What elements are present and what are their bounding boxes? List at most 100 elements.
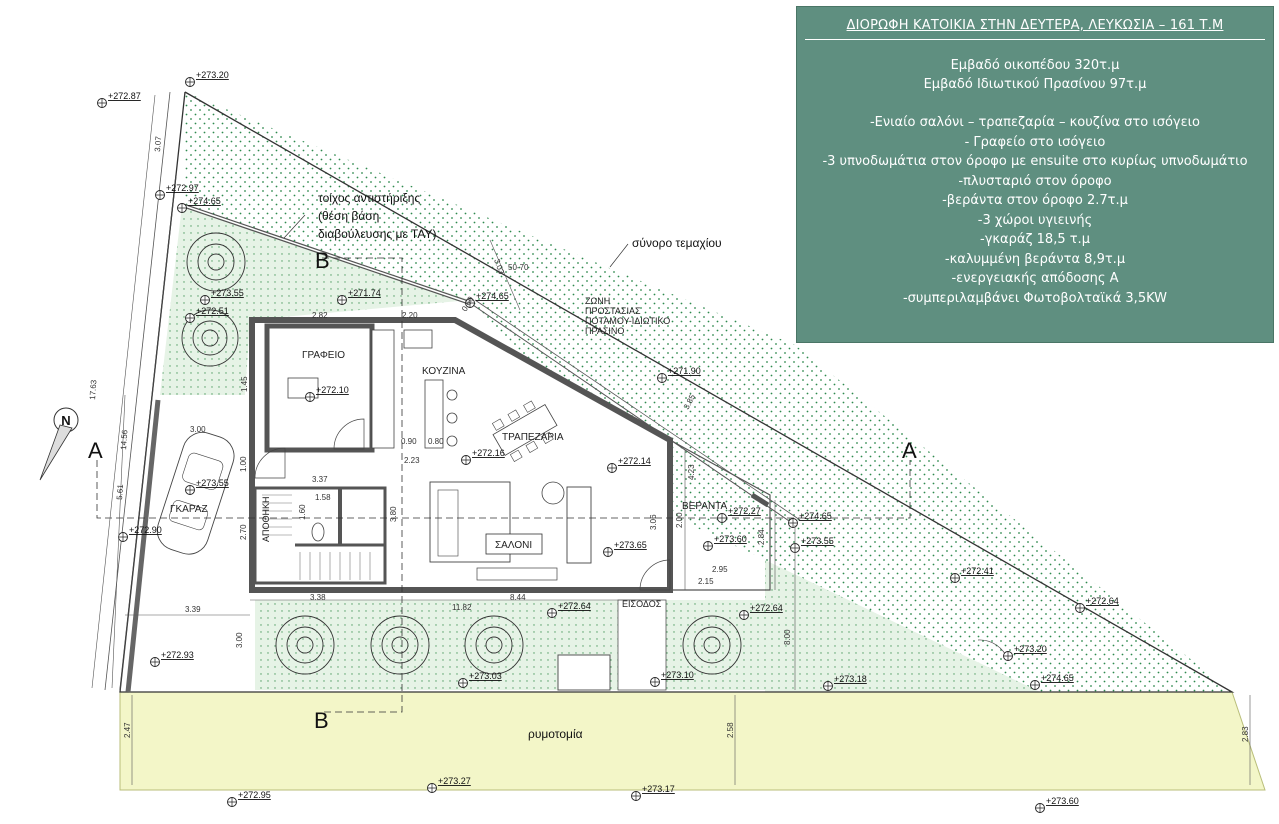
- level-marker: +272.10: [305, 385, 349, 402]
- level-markers: +273.20+272.87+272.97+274.65+273.55+272.…: [97, 70, 1119, 813]
- level-marker: +273.20: [1003, 644, 1047, 661]
- street-strip: [119, 691, 1266, 791]
- dim-left-total: 17.63: [88, 379, 98, 400]
- level-value: +272.90: [129, 525, 162, 535]
- section-lines: [96, 257, 911, 713]
- level-marker: +273.55: [185, 478, 229, 495]
- level-value: +272.64: [558, 601, 591, 611]
- level-marker-cross: [1003, 651, 1013, 661]
- level-value: +272.64: [750, 603, 783, 613]
- level-value: +273.55: [211, 288, 244, 298]
- car: [156, 431, 235, 555]
- feature-item: -πλυσταριό στον όροφο: [958, 173, 1112, 189]
- level-marker-cross: [465, 298, 475, 308]
- zone-label-2: ΠΡΟΣΤΑΣΙΑΣ: [585, 306, 641, 316]
- feature-item: -γκαράζ 18,5 τ.μ: [980, 232, 1090, 247]
- level-value: +271.74: [348, 288, 381, 298]
- level-marker-cross: [607, 463, 617, 473]
- dim-283: 2.83: [1241, 726, 1250, 742]
- level-value: +272.41: [961, 566, 994, 576]
- room-veranda: ΒΕΡΑΝΤΑ: [682, 501, 728, 512]
- dim-left-low: 5.61: [115, 483, 125, 500]
- green-area: Εμβαδό Ιδιωτικού Πρασίνου 97τ.μ: [923, 77, 1147, 92]
- dim-300-lower: 3.00: [235, 632, 244, 648]
- level-value: +272.51: [196, 306, 229, 316]
- retaining-wall-label-3: διαβούλευσης με ΤΑΥ): [318, 227, 436, 241]
- coffee-table: [541, 481, 565, 505]
- level-marker: +274.65: [788, 511, 832, 528]
- dim-080: 0.80: [428, 437, 444, 446]
- entrance-path: [617, 599, 667, 691]
- stair-block: [253, 486, 387, 585]
- street-label: ρυμοτομία: [528, 727, 583, 741]
- dim-090: 0.90: [401, 437, 417, 446]
- stool: [446, 412, 458, 424]
- level-value: +273.60: [1046, 796, 1079, 806]
- level-marker-cross: [118, 532, 128, 542]
- north-label: N: [61, 413, 70, 428]
- stool: [446, 389, 458, 401]
- dim-295: 2.95: [712, 565, 728, 574]
- features-list: -Ενιαίο σαλόνι – τραπεζαρία – κουζίνα στ…: [797, 113, 1273, 308]
- level-marker-cross: [603, 547, 613, 557]
- level-value: +272.10: [316, 385, 349, 395]
- left-garden: [160, 205, 470, 395]
- level-marker: +272.27: [717, 506, 761, 523]
- level-value: +272.27: [728, 506, 761, 516]
- level-value: +272.95: [238, 790, 271, 800]
- leader-line: [283, 214, 306, 239]
- retaining-wall-label-2: (θέση βάση: [318, 209, 379, 223]
- level-value: +273.18: [834, 674, 867, 684]
- level-marker: +272.87: [97, 91, 141, 108]
- dim-1182: 11.82: [452, 603, 472, 612]
- level-value: +273.17: [642, 784, 675, 794]
- dim-247: 2.47: [123, 722, 132, 738]
- feature-item: -ενεργειακής απόδοσης Α: [951, 271, 1119, 286]
- sofa-cushion: [437, 489, 459, 557]
- level-value: +273.65: [614, 540, 647, 550]
- level-marker-cross: [427, 783, 437, 793]
- level-value: +274.65: [476, 291, 509, 301]
- level-marker-cross: [305, 392, 315, 402]
- stool: [446, 435, 458, 447]
- level-value: +272.14: [618, 456, 651, 466]
- level-value: +273.20: [1014, 644, 1047, 654]
- level-value: +274.65: [799, 511, 832, 521]
- dim-left-mid: 14.56: [119, 429, 129, 450]
- level-marker: +271.74: [337, 288, 381, 305]
- dim-338: 3.38: [310, 593, 326, 602]
- level-marker: +273.60: [703, 534, 747, 551]
- plot-boundary-label: σύνορο τεμαχίου: [632, 236, 722, 250]
- sofa-left: [429, 481, 511, 563]
- zone-label-4: ΠΡΑΣΙΝΟ: [585, 326, 624, 336]
- level-marker-cross: [458, 678, 468, 688]
- feature-item: -3 χώροι υγιεινής: [977, 212, 1093, 228]
- dim-223: 2.23: [404, 456, 420, 465]
- level-marker-cross: [155, 190, 165, 200]
- setback-line-2: [474, 299, 801, 521]
- dim-100: 1.00: [239, 456, 248, 472]
- level-value: +273.60: [714, 534, 747, 544]
- level-value: +272.87: [108, 91, 141, 101]
- sofa-right: [566, 486, 592, 564]
- level-value: +273.10: [661, 670, 694, 680]
- level-marker-cross: [461, 455, 471, 465]
- level-marker-cross: [1030, 680, 1040, 690]
- level-marker: +273.27: [427, 776, 471, 793]
- left-offset-line-2: [119, 174, 177, 691]
- level-marker-cross: [185, 485, 195, 495]
- level-marker-cross: [337, 295, 347, 305]
- level-marker-cross: [177, 203, 187, 213]
- dim-200: 2.00: [675, 512, 684, 528]
- level-marker-cross: [1075, 603, 1085, 613]
- level-marker: +272.16: [461, 448, 505, 465]
- level-marker-cross: [788, 518, 798, 528]
- living-label-box: [485, 533, 543, 555]
- feature-item: -καλυμμένη βεράντα 8,9τ.μ: [944, 251, 1126, 267]
- level-marker-cross: [739, 610, 749, 620]
- level-value: +273.55: [196, 478, 229, 488]
- level-marker: +273.03: [458, 671, 502, 688]
- level-marker: +271.90: [657, 366, 701, 383]
- office-door: [333, 418, 365, 450]
